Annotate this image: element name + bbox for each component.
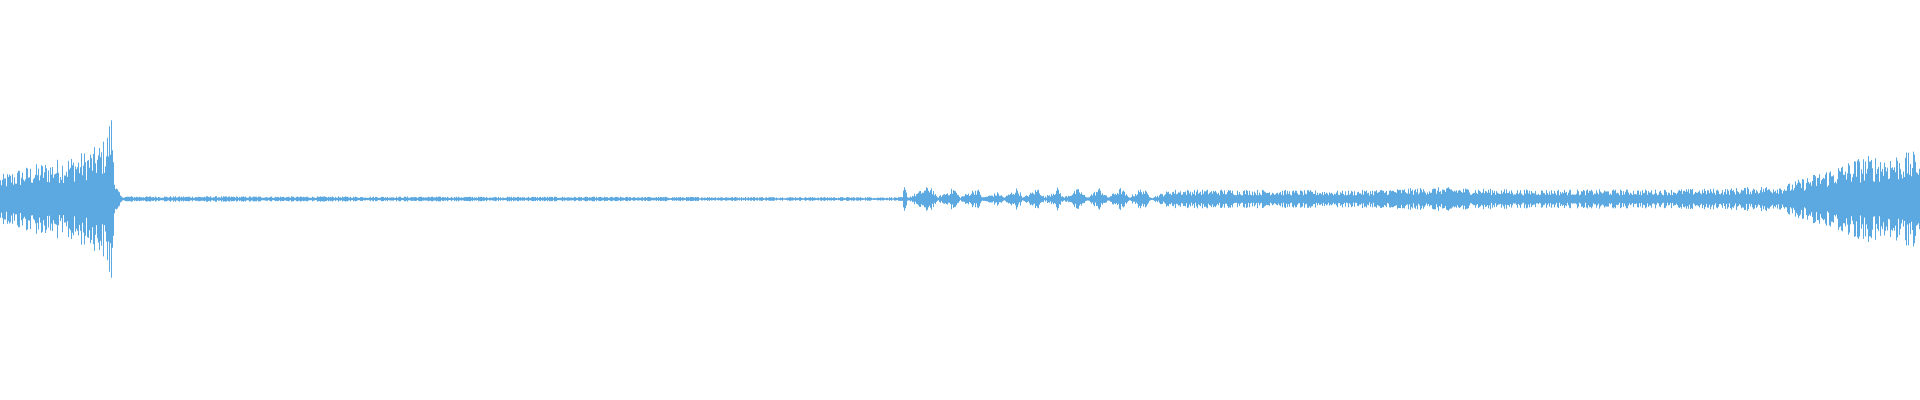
waveform-path — [0, 120, 1920, 278]
waveform-trace — [0, 120, 1920, 278]
